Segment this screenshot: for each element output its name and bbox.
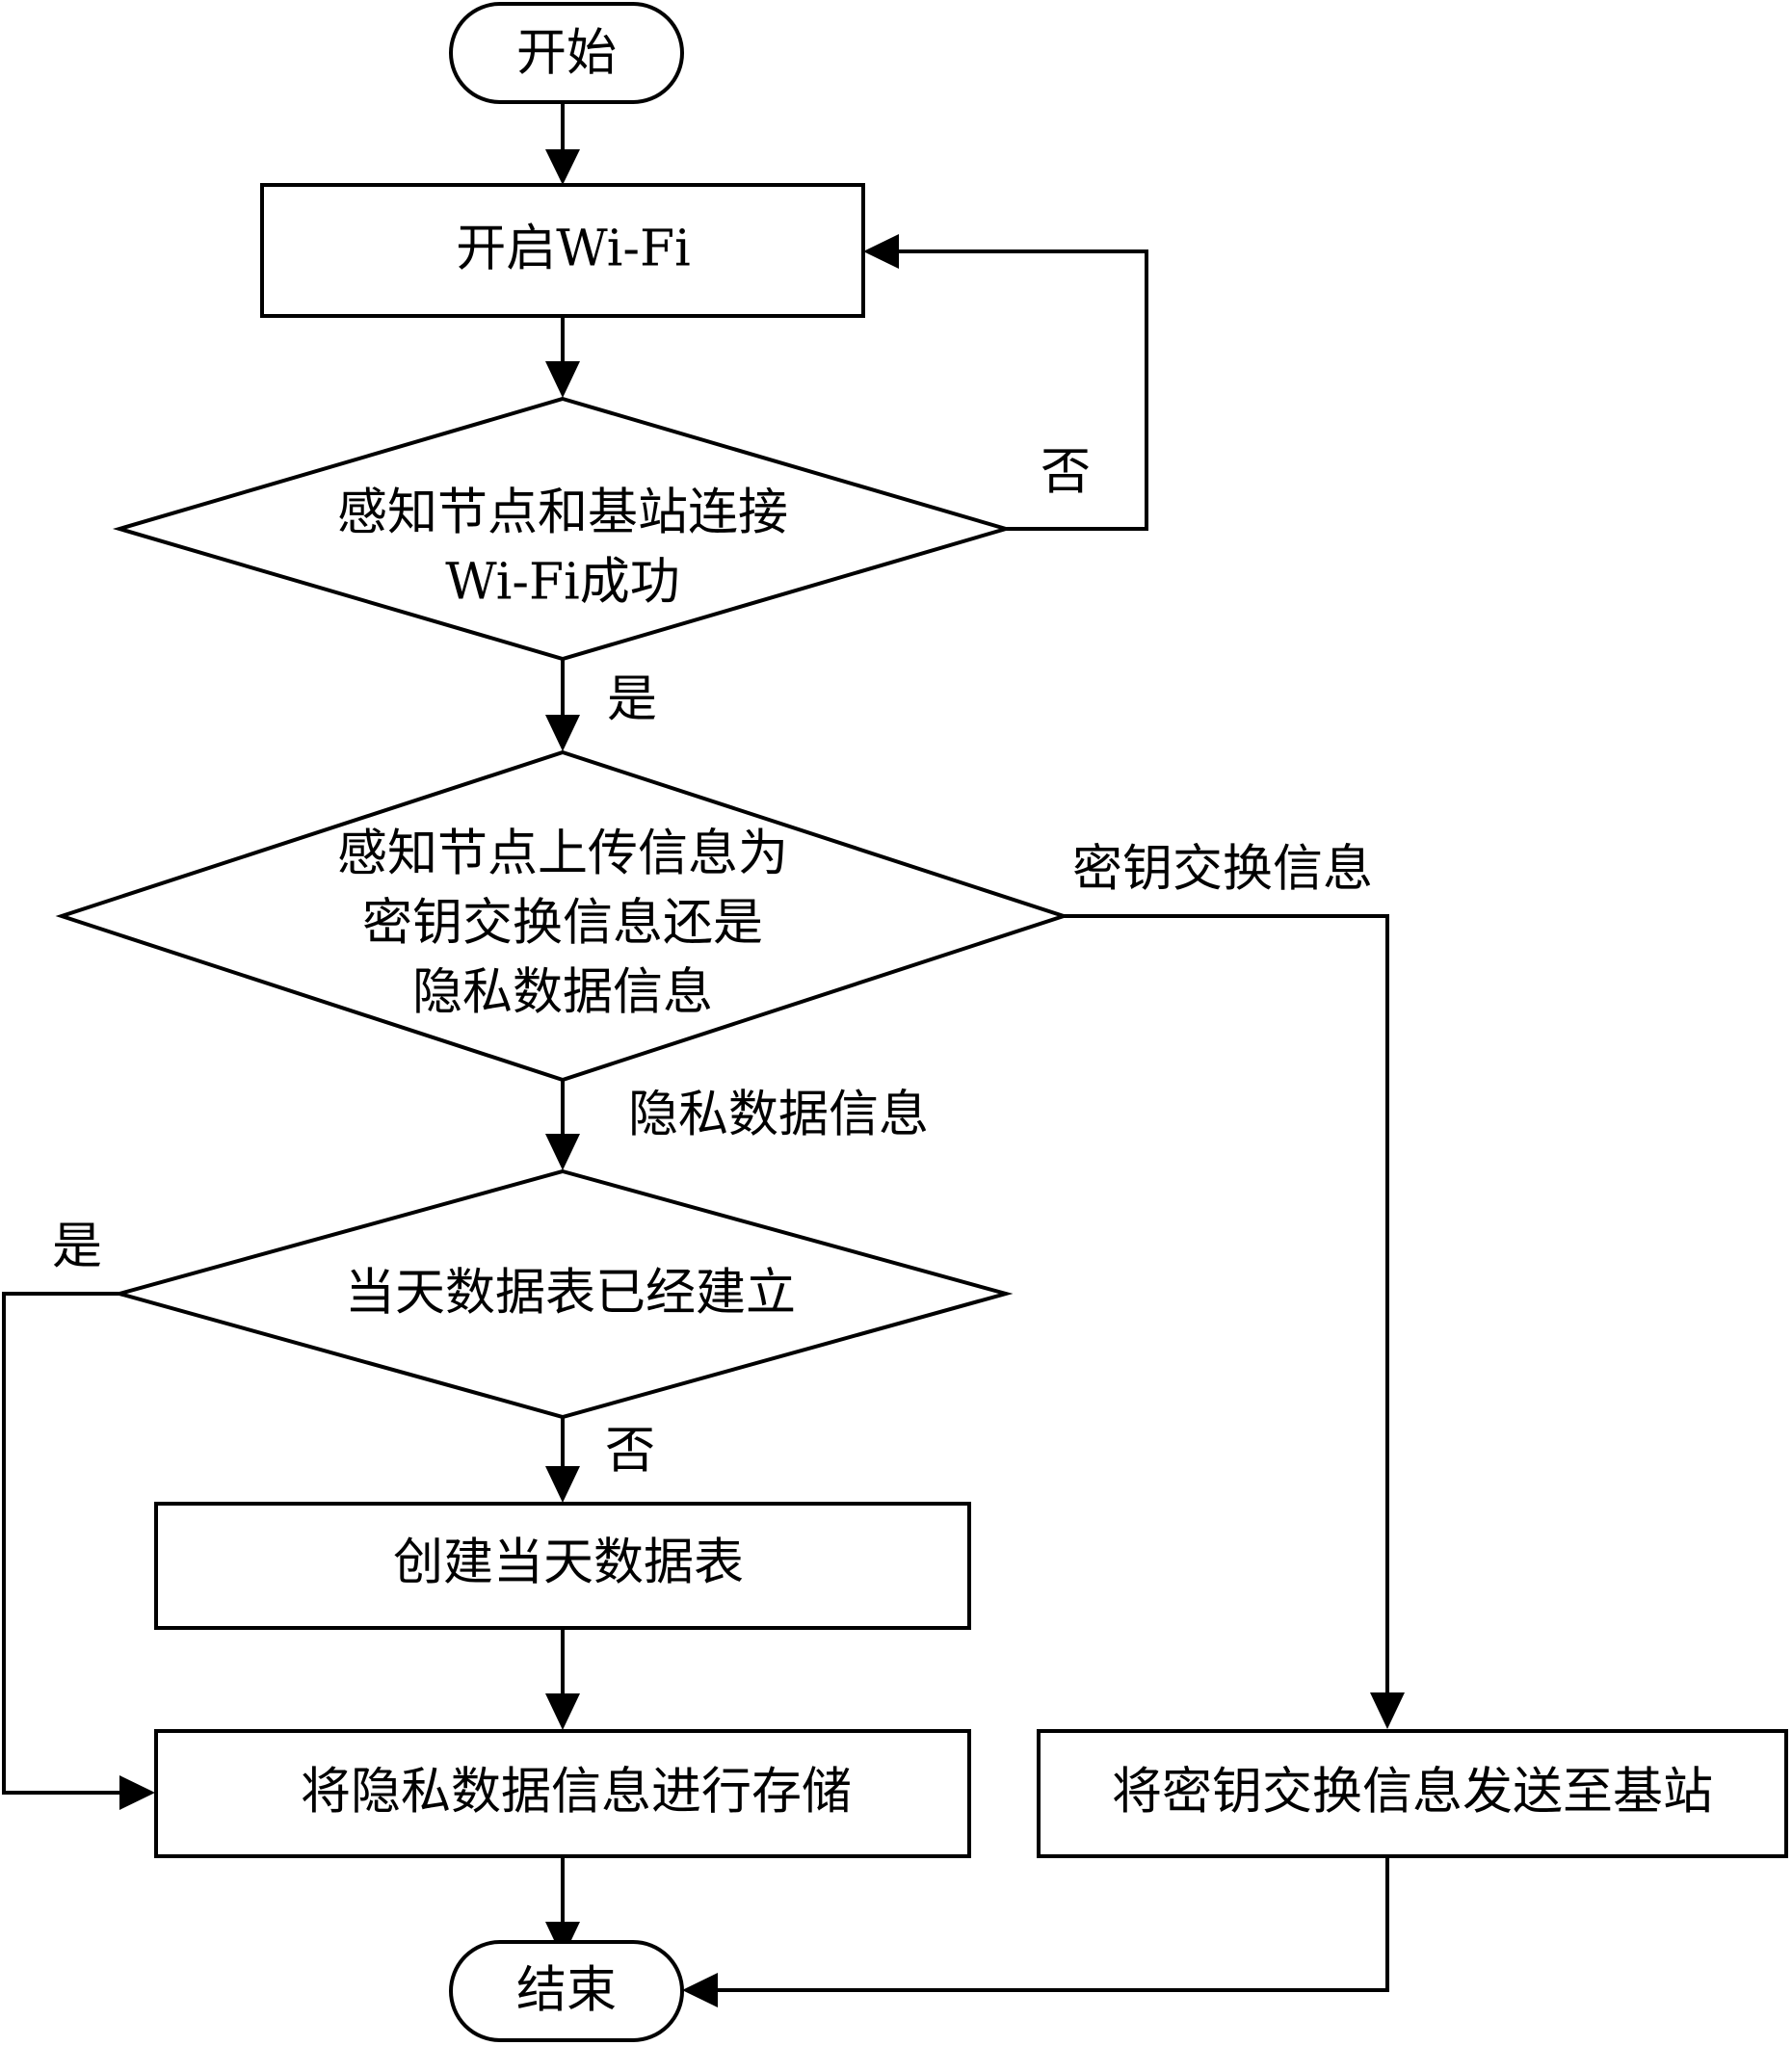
wifi-no-label: 否 (1041, 444, 1091, 502)
table-check-label: 当天数据表已经建立 (345, 1265, 796, 1323)
arrowhead (545, 715, 580, 751)
connectors (2, 102, 1405, 2007)
send-key-process: 将密钥交换信息发送至基站 (1037, 1729, 1788, 1858)
open-wifi-process: 开启Wi-Fi (260, 183, 865, 318)
edge-key-exchange-branch (1064, 914, 1389, 1695)
arrowhead (119, 1775, 155, 1810)
edge-send-to-end (718, 1856, 1389, 1992)
wifi-check-label-line1: 感知节点和基站连接 (337, 485, 788, 542)
create-table-process: 创建当天数据表 (154, 1502, 971, 1630)
edge-labels: 否 是 密钥交换信息 隐私数据信息 是 否 (52, 444, 1373, 1481)
end-terminal: 结束 (449, 1940, 684, 2042)
table-exists-decision: 当天数据表已经建立 (112, 1168, 1014, 1420)
arrowhead (863, 234, 899, 269)
upload-check-label-line2: 密钥交换信息还是 (362, 895, 763, 953)
arrowhead (545, 1134, 580, 1170)
upload-check-label-line3: 隐私数据信息 (412, 964, 713, 1022)
store-data-label: 将隐私数据信息进行存储 (301, 1764, 852, 1822)
store-data-process: 将隐私数据信息进行存储 (154, 1729, 971, 1858)
wifi-check-decision: 感知节点和基站连接 Wi-Fi成功 (112, 396, 1014, 662)
arrowhead (1370, 1692, 1405, 1729)
arrowhead (545, 149, 580, 185)
wifi-check-label-line2: Wi-Fi成功 (445, 554, 679, 612)
arrowhead (545, 1466, 580, 1503)
upload-type-decision: 感知节点上传信息为 密钥交换信息还是 隐私数据信息 (55, 749, 1070, 1083)
table-yes-label: 是 (52, 1219, 102, 1276)
edge-wifi-no-loop (898, 249, 1148, 531)
arrowhead (545, 1693, 580, 1730)
edge-table-yes (2, 1292, 120, 1795)
send-key-label: 将密钥交换信息发送至基站 (1112, 1764, 1713, 1822)
end-label: 结束 (516, 1962, 617, 2020)
open-wifi-label: 开启Wi-Fi (456, 221, 690, 278)
start-label: 开始 (516, 25, 617, 83)
arrowhead (545, 361, 580, 398)
create-table-label: 创建当天数据表 (393, 1534, 744, 1592)
wifi-yes-label: 是 (607, 671, 657, 729)
private-data-label: 隐私数据信息 (628, 1087, 929, 1144)
start-terminal: 开始 (449, 2, 684, 104)
key-exchange-label: 密钥交换信息 (1072, 841, 1373, 899)
table-no-label: 否 (605, 1423, 655, 1481)
upload-check-label-line1: 感知节点上传信息为 (337, 826, 788, 883)
arrowhead (682, 1973, 718, 2007)
